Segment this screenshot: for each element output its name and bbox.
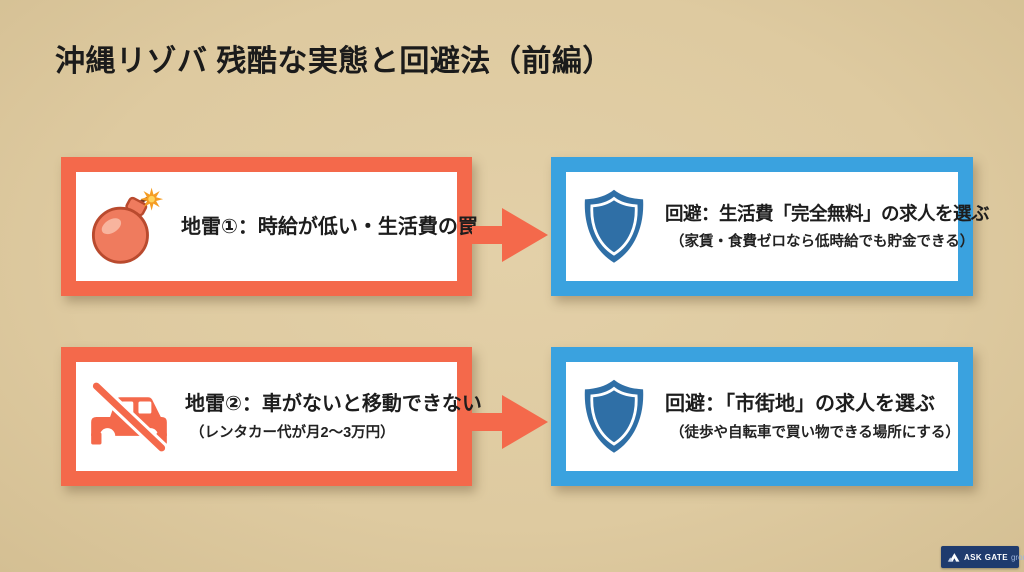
problem-box-2-texts: 地雷②：車がないと移動できない （レンタカー代が月2〜3万円） — [185, 391, 482, 442]
problem-box-1: 地雷①：時給が低い・生活費の罠 — [61, 157, 478, 296]
solution-box-2: 回避：「市街地」の求人を選ぶ （徒歩や自転車で買い物できる場所にする） — [551, 347, 973, 486]
problem-box-1-content: 地雷①：時給が低い・生活費の罠 — [76, 172, 478, 281]
solution-2-sublabel: （徒歩や自転車で買い物できる場所にする） — [670, 425, 960, 441]
solution-box-1-texts: 回避：生活費「完全無料」の求人を選ぶ （家賃・食費ゼロなら低時給でも貯金できる） — [665, 202, 990, 251]
solution-box-1-content: 回避：生活費「完全無料」の求人を選ぶ （家賃・食費ゼロなら低時給でも貯金できる） — [566, 172, 990, 281]
solution-box-1: 回避：生活費「完全無料」の求人を選ぶ （家賃・食費ゼロなら低時給でも貯金できる） — [551, 157, 990, 296]
problem-1-label: 地雷①：時給が低い・生活費の罠 — [181, 215, 478, 238]
solution-1-label: 回避：生活費「完全無料」の求人を選ぶ — [665, 202, 990, 224]
problem-box-2-content: 地雷②：車がないと移動できない （レンタカー代が月2〜3万円） — [76, 362, 482, 471]
askgate-logo-icon — [947, 551, 961, 563]
askgate-logo-suffix: group — [1010, 552, 1024, 562]
problem-2-label: 地雷②：車がないと移動できない — [185, 393, 482, 415]
solution-2-label: 回避：「市街地」の求人を選ぶ — [665, 393, 935, 415]
askgate-logo-name: ASK GATE — [964, 552, 1008, 562]
no-car-icon — [86, 379, 172, 455]
problem-box-1-texts: 地雷①：時給が低い・生活費の罠 — [181, 214, 478, 240]
arrow-right-icon-1 — [472, 206, 550, 264]
bomb-icon — [86, 186, 168, 268]
shield-icon — [576, 376, 652, 458]
solution-box-2-texts: 回避：「市街地」の求人を選ぶ （徒歩や自転車で買い物できる場所にする） — [665, 391, 960, 442]
problem-2-sublabel: （レンタカー代が月2〜3万円） — [190, 425, 395, 441]
arrow-right-icon-2 — [472, 393, 550, 451]
solution-1-sublabel: （家賃・食費ゼロなら低時給でも貯金できる） — [670, 234, 975, 251]
shield-icon — [576, 186, 652, 268]
page-title: 沖縄リゾバ 残酷な実態と回避法（前編） — [55, 45, 613, 78]
problem-box-2: 地雷②：車がないと移動できない （レンタカー代が月2〜3万円） — [61, 347, 482, 486]
solution-box-2-content: 回避：「市街地」の求人を選ぶ （徒歩や自転車で買い物できる場所にする） — [566, 362, 960, 471]
askgate-logo: ASK GATE group — [941, 546, 1024, 568]
